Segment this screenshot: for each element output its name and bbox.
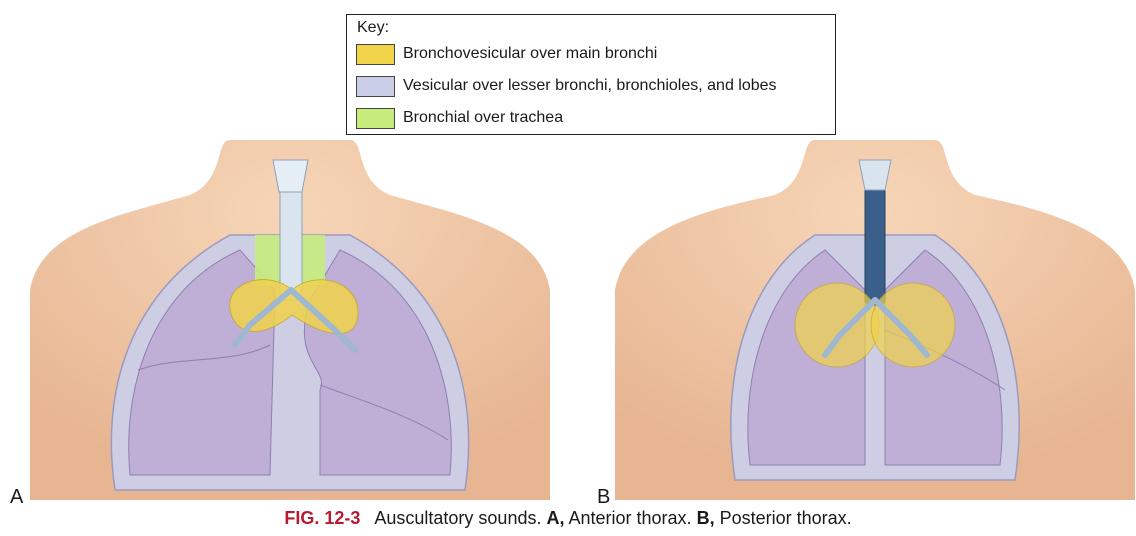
posterior-bronchovesicular-zone-right: [795, 283, 879, 367]
posterior-larynx: [859, 160, 891, 190]
legend-key: Key: Bronchovesicular over main bronchi …: [346, 14, 836, 135]
caption-a-label: A,: [546, 508, 564, 528]
legend-swatch-vesicular: [356, 76, 395, 97]
legend-swatch-bronchial: [356, 108, 395, 129]
caption-b-label: B,: [697, 508, 715, 528]
anterior-thorax-illustration: [30, 140, 550, 500]
anterior-larynx: [273, 160, 308, 192]
legend-label-bronchovesicular: Bronchovesicular over main bronchi: [403, 45, 657, 63]
legend-label-bronchial: Bronchial over trachea: [403, 109, 563, 127]
legend-swatch-bronchovesicular: [356, 44, 395, 65]
caption-b-text: Posterior thorax.: [720, 508, 852, 528]
legend-title: Key:: [357, 19, 389, 37]
legend-item-vesicular: Vesicular over lesser bronchi, bronchiol…: [356, 74, 777, 98]
posterior-bronchovesicular-zone-left: [871, 283, 955, 367]
legend-item-bronchovesicular: Bronchovesicular over main bronchi: [356, 42, 657, 66]
posterior-thorax-illustration: [615, 140, 1135, 500]
caption-a-text: Anterior thorax.: [569, 508, 692, 528]
caption-fig-label: FIG. 12-3: [284, 508, 360, 528]
caption-text: Auscultatory sounds.: [374, 508, 541, 528]
panel-label-a: A: [10, 486, 23, 509]
legend-item-bronchial: Bronchial over trachea: [356, 106, 563, 130]
figure-caption: FIG. 12-3 Auscultatory sounds. A, Anteri…: [0, 508, 1136, 529]
panel-label-b: B: [597, 486, 610, 509]
legend-label-vesicular: Vesicular over lesser bronchi, bronchiol…: [403, 77, 777, 95]
